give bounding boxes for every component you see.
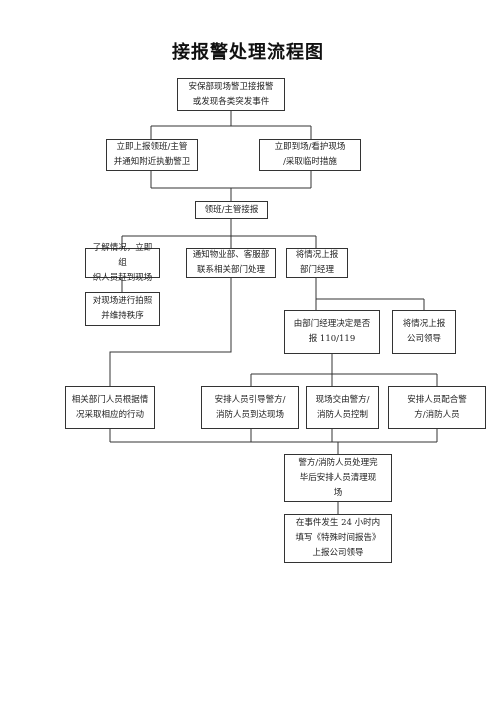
box-assist-police: 安排人员配合警 方/消防人员 — [388, 386, 486, 429]
box-start: 安保部现场警卫接报警 或发现各类突发事件 — [177, 78, 285, 111]
box-handover-control: 现场交由警方/ 消防人员控制 — [306, 386, 379, 429]
box-manager-decide: 由部门经理决定是否 报 110/119 — [284, 310, 380, 354]
box-notify-departments: 通知物业部、客服部 联系相关部门处理 — [186, 248, 276, 278]
box-report-manager: 将情况上报 部门经理 — [286, 248, 348, 278]
box-protect-scene: 立即到场/看护现场 /采取临时措施 — [259, 139, 361, 171]
box-report-company: 将情况上报 公司领导 — [392, 310, 456, 354]
box-report-supervisor: 立即上报领班/主管 并通知附近执勤警卫 — [106, 139, 198, 171]
box-understand-situation: 了解情况，立即组 织人员赶到现场 — [85, 243, 160, 283]
box-related-dept-action: 相关部门人员根据情 况采取相应的行动 — [65, 386, 155, 429]
box-photograph-scene: 对现场进行拍照 并维持秩序 — [85, 292, 160, 326]
box-supervisor-receive: 领班/主管接报 — [195, 201, 268, 219]
box-guide-police: 安排人员引导警方/ 消防人员到达现场 — [201, 386, 299, 429]
box-fill-report: 在事件发生 24 小时内 填写《特殊时间报告》 上报公司领导 — [284, 514, 392, 563]
page-title: 接报警处理流程图 — [172, 42, 324, 63]
box-cleanup: 警方/消防人员处理完 毕后安排人员清理现 场 — [284, 454, 392, 502]
